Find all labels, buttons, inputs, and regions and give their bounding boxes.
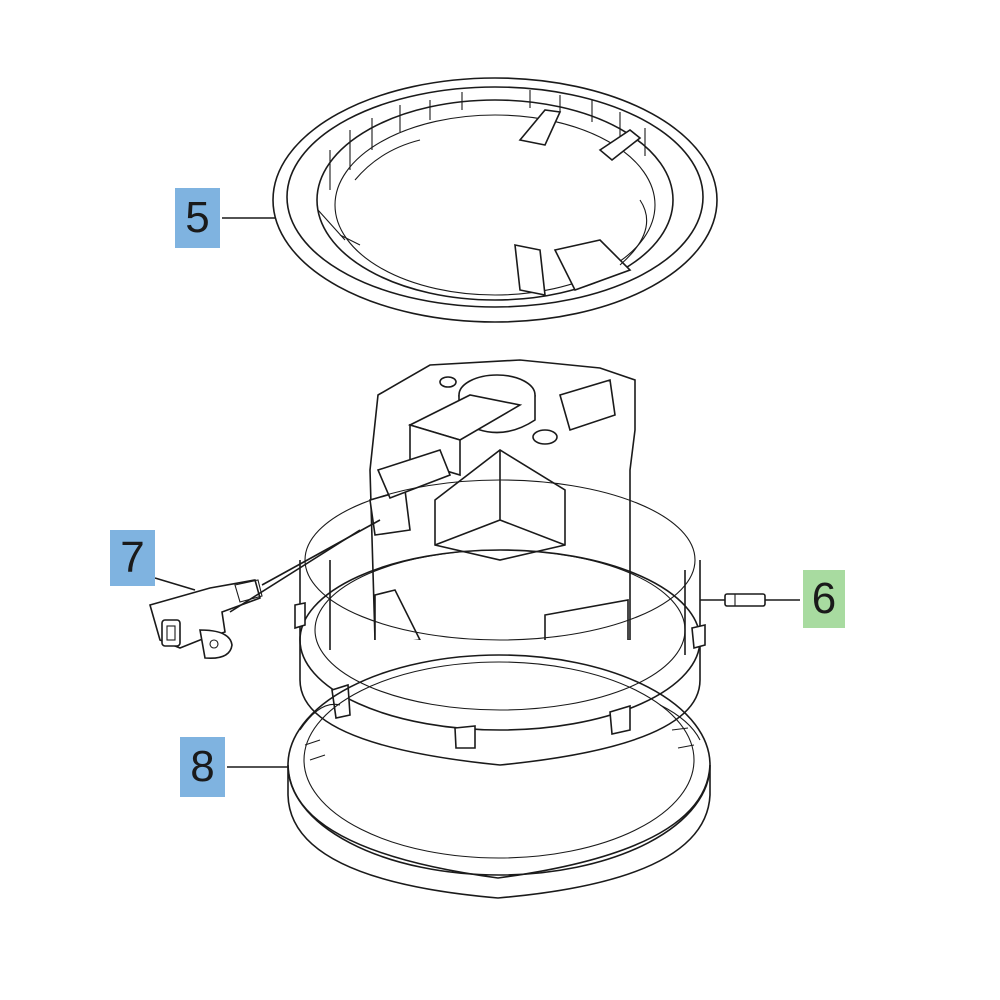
leader-7 [154,577,196,591]
part-8-bottom-ring [287,654,711,899]
leader-lines [154,217,800,768]
callout-7-label: 7 [120,533,145,582]
callout-8: 8 [180,737,225,797]
callout-6-label: 6 [811,574,837,623]
leader-7-assembly [261,519,381,586]
callout-6: 6 [803,570,845,628]
part-7-brush-sensor [149,579,263,660]
part-5-top-ring [272,77,718,323]
callout-5-label: 5 [185,193,210,242]
callout-8-label: 8 [190,742,215,791]
part-6-pin [724,593,766,607]
leader-7-assembly-b [229,529,361,613]
callout-7: 7 [110,530,155,586]
callout-5: 5 [175,188,220,248]
